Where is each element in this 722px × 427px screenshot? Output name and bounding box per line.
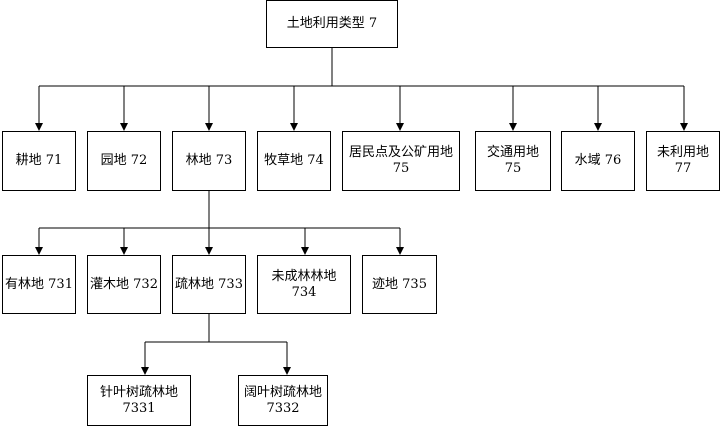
node-water-area: 水域 76 (561, 131, 635, 191)
node-label-line2: 75 (504, 161, 522, 176)
node-label-line1: 阔叶树疏林地 (243, 384, 322, 400)
node-label-line2: 77 (674, 161, 692, 176)
node-label: 土地利用类型 7 (286, 16, 378, 31)
node-label: 灌木地 732 (90, 276, 158, 292)
node-closed-forest: 有林地 731 (2, 255, 76, 314)
node-land-use-type: 土地利用类型 7 (266, 0, 398, 48)
node-unused-land: 未利用地 77 (646, 131, 720, 191)
node-forest-land: 林地 73 (172, 131, 246, 191)
node-garden-land: 园地 72 (87, 131, 161, 191)
node-broadleaf-sparse-forest: 阔叶树疏林地 7332 (238, 375, 328, 426)
node-immature-forest: 未成林林地 734 (257, 255, 351, 314)
node-cultivated-land: 耕地 71 (2, 131, 76, 191)
node-label-line1: 未利用地 (656, 145, 709, 160)
node-cutover-land: 迹地 735 (362, 255, 437, 314)
node-label: 疏林地 733 (175, 276, 243, 292)
node-label-line2: 734 (291, 284, 317, 300)
node-label-line1: 针叶树疏林地 (99, 384, 178, 400)
node-label: 牧草地 74 (264, 153, 324, 168)
node-residential-mining-land: 居民点及公矿用地 75 (342, 131, 460, 191)
node-transport-land: 交通用地 75 (475, 131, 551, 191)
node-pasture-land: 牧草地 74 (257, 131, 331, 191)
node-label: 园地 72 (100, 153, 148, 168)
node-label-line1: 居民点及公矿用地 (348, 145, 453, 160)
node-coniferous-sparse-forest: 针叶树疏林地 7331 (87, 375, 191, 426)
node-label: 林地 73 (185, 153, 233, 168)
node-label: 水域 76 (574, 153, 622, 168)
node-label-line1: 交通用地 (486, 145, 539, 160)
node-label-line2: 7331 (122, 400, 156, 416)
node-label-line1: 未成林林地 (271, 268, 337, 284)
node-label: 迹地 735 (372, 276, 427, 292)
node-label-line2: 7332 (266, 400, 300, 416)
node-sparse-forest: 疏林地 733 (172, 255, 246, 314)
node-shrub-land: 灌木地 732 (87, 255, 161, 314)
node-label-line2: 75 (392, 161, 410, 176)
node-label: 有林地 731 (5, 276, 73, 292)
node-label: 耕地 71 (15, 153, 63, 168)
